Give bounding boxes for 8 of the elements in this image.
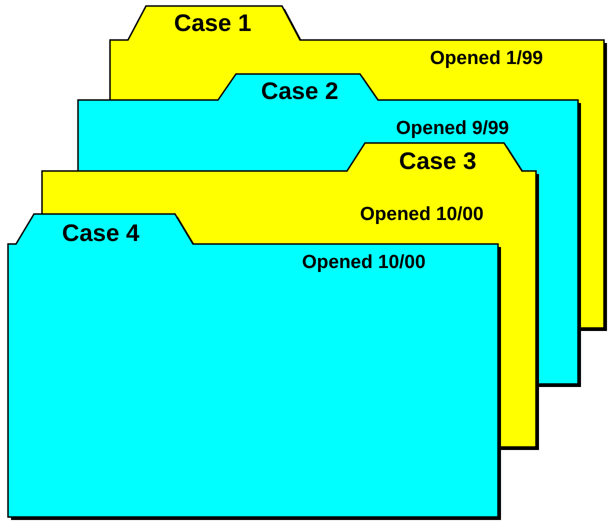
opened-date: Opened 1/99: [430, 48, 543, 70]
tab-label: Case 2: [261, 78, 338, 106]
tab-label: Case 1: [174, 10, 252, 38]
opened-date: Opened 10/00: [302, 252, 426, 274]
tab-label: Case 4: [62, 220, 140, 248]
tab-label: Case 3: [399, 148, 476, 176]
opened-date: Opened 9/99: [396, 118, 509, 140]
opened-date: Opened 10/00: [360, 204, 484, 226]
